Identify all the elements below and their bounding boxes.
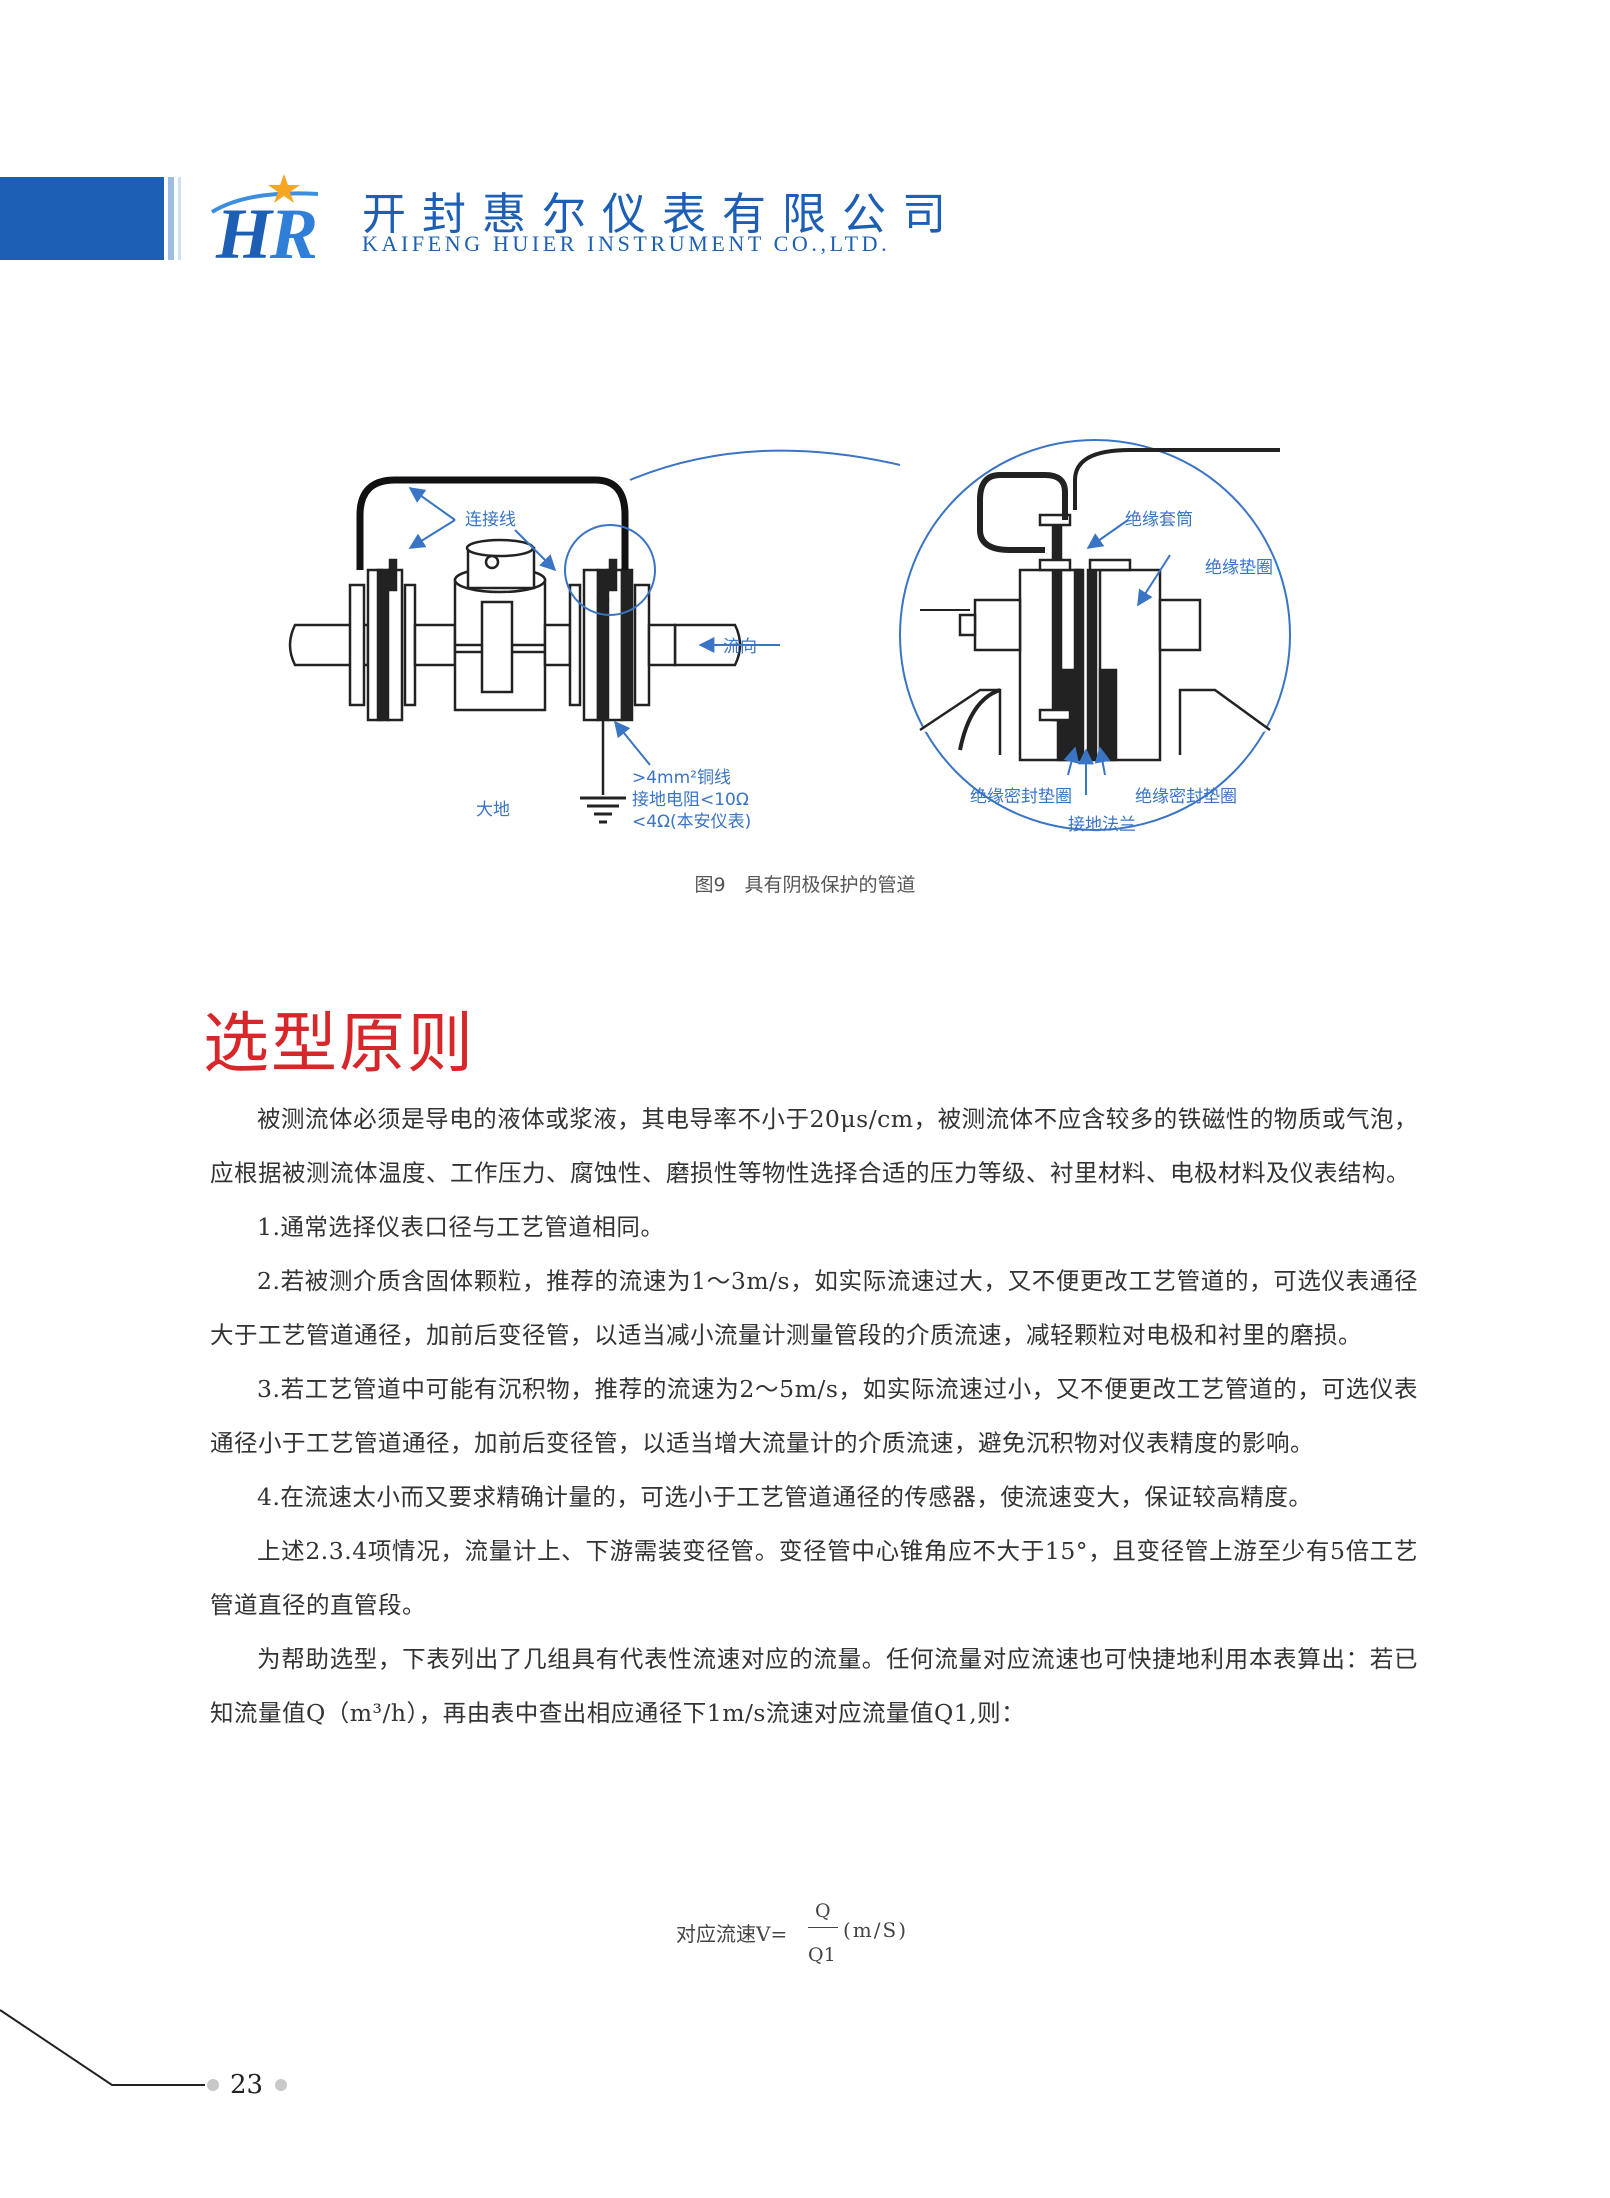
svg-text:R: R xyxy=(269,194,318,264)
label-ground-resistance: 接地电阻<10Ω xyxy=(632,790,749,810)
label-insulating-gasket-right: 绝缘密封垫圈 xyxy=(1135,787,1237,807)
pipe-assembly xyxy=(288,538,742,722)
body-text: 被测流体必须是导电的液体或浆液，其电导率不小于20μs/cm，被测流体不应含较多… xyxy=(210,1092,1418,1740)
paragraph: 1.通常选择仪表口径与工艺管道相同。 xyxy=(257,1213,665,1241)
paragraph: 为帮助选型，下表列出了几组具有代表性流速对应的流量。任何流量对应流速也可快捷地利… xyxy=(210,1645,1418,1727)
header-stripe xyxy=(168,177,174,260)
company-name-cn: 开封惠尔仪表有限公司 xyxy=(362,189,962,240)
footer-dot xyxy=(207,2079,219,2091)
section-title: 选型原则 xyxy=(203,1005,475,1082)
footer-decor-line xyxy=(0,2009,205,2086)
figure-caption: 图9 具有阴极保护的管道 xyxy=(694,874,916,896)
paragraph: 上述2.3.4项情况，流量计上、下游需装变径管。变径管中心锥角应不大于15°，且… xyxy=(210,1537,1418,1619)
label-ground-resistance-meter: <4Ω(本安仪表) xyxy=(632,812,752,832)
label-insulating-washer: 绝缘垫圈 xyxy=(1205,558,1273,578)
header-color-bar xyxy=(0,177,164,260)
label-grounding-flange: 接地法兰 xyxy=(1068,815,1136,835)
formula-numerator: Q xyxy=(815,1900,831,1922)
cathodic-protection-diagram: 连接线 流向 大地 >4mm²铜线 接地电阻<10Ω <4Ω(本安仪表) 绝缘套… xyxy=(280,420,1300,845)
label-flow-direction: 流向 xyxy=(723,637,757,657)
page-number: 23 xyxy=(230,2070,264,2100)
formula-unit: (m/S) xyxy=(843,1918,909,1942)
label-copper-wire: >4mm²铜线 xyxy=(632,768,731,788)
formula-label: 对应流速V= xyxy=(676,1922,788,1946)
paragraph: 4.在流速太小而又要求精确计量的，可选小于工艺管道通径的传感器，使流速变大，保证… xyxy=(257,1483,1313,1511)
svg-text:H: H xyxy=(215,194,274,264)
fraction-bar xyxy=(808,1927,838,1928)
paragraph: 被测流体必须是导电的液体或浆液，其电导率不小于20μs/cm，被测流体不应含较多… xyxy=(210,1105,1418,1187)
paragraph: 2.若被测介质含固体颗粒，推荐的流速为1～3m/s，如实际流速过大，又不便更改工… xyxy=(210,1267,1418,1349)
paragraph: 3.若工艺管道中可能有沉积物，推荐的流速为2～5m/s，如实际流速过小，又不便更… xyxy=(210,1375,1418,1457)
label-connecting-wire: 连接线 xyxy=(465,510,516,530)
header-stripe xyxy=(178,177,181,260)
footer-dot xyxy=(275,2079,287,2091)
label-insulating-gasket-left: 绝缘密封垫圈 xyxy=(970,787,1072,807)
company-name-en: KAIFENG HUIER INSTRUMENT CO.,LTD. xyxy=(362,231,891,256)
velocity-formula: 对应流速V= Q Q1 (m/S) xyxy=(0,1900,1610,1980)
label-ground: 大地 xyxy=(476,800,510,820)
formula-denominator: Q1 xyxy=(808,1944,836,1966)
label-insulating-sleeve: 绝缘套筒 xyxy=(1125,510,1193,530)
company-logo: H R xyxy=(210,174,319,264)
